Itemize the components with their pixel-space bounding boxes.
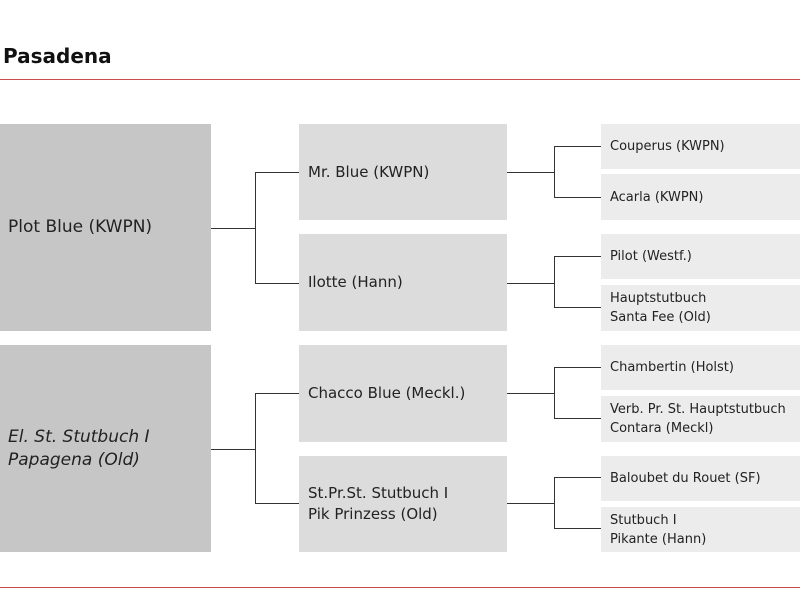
connector-line — [507, 503, 554, 504]
dds-box: Baloubet du Rouet (SF) — [601, 456, 800, 501]
sss-name: Couperus (KWPN) — [610, 139, 725, 154]
connector-line — [255, 393, 256, 504]
dam-box: El. St. Stutbuch I Papagena (Old) — [0, 345, 211, 552]
connector-line — [554, 418, 601, 419]
sire-dam-box: Ilotte (Hann) — [299, 234, 507, 331]
ddd-box: Stutbuch I Pikante (Hann) — [601, 507, 800, 552]
connector-line — [554, 256, 555, 308]
page-title: Pasadena — [3, 44, 112, 68]
top-divider — [0, 79, 800, 80]
connector-line — [255, 172, 256, 284]
dss-box: Chambertin (Holst) — [601, 345, 800, 390]
dam-name-line-1: El. St. Stutbuch I — [8, 426, 150, 447]
sss-box: Couperus (KWPN) — [601, 124, 800, 169]
connector-line — [211, 228, 255, 229]
connector-line — [554, 307, 601, 308]
connector-line — [255, 283, 299, 284]
ddd-name-line-1: Stutbuch I — [610, 512, 677, 528]
dam-name-line-2: Papagena (Old) — [8, 449, 140, 470]
connector-line — [554, 197, 601, 198]
sire-sire-box: Mr. Blue (KWPN) — [299, 124, 507, 220]
connector-line — [255, 172, 299, 173]
connector-line — [554, 367, 601, 368]
bottom-divider — [0, 587, 800, 588]
connector-line — [255, 393, 299, 394]
sire-box: Plot Blue (KWPN) — [0, 124, 211, 331]
connector-line — [554, 477, 555, 529]
connector-line — [554, 367, 555, 419]
connector-line — [554, 477, 601, 478]
dsd-box: Verb. Pr. St. Hauptstutbuch Contara (Mec… — [601, 396, 800, 442]
sdd-box: Hauptstutbuch Santa Fee (Old) — [601, 285, 800, 331]
connector-line — [211, 449, 255, 450]
dam-dam-name-line-2: Pik Prinzess (Old) — [308, 505, 438, 523]
dam-dam-name-line-1: St.Pr.St. Stutbuch I — [308, 484, 449, 502]
sdd-name-line-1: Hauptstutbuch — [610, 291, 707, 306]
ddd-name-line-2: Pikante (Hann) — [610, 531, 707, 547]
sdd-name-line-2: Santa Fee (Old) — [610, 310, 711, 325]
connector-line — [507, 393, 554, 394]
connector-line — [554, 146, 555, 198]
ssd-name: Acarla (KWPN) — [610, 189, 704, 205]
dam-sire-box: Chacco Blue (Meckl.) — [299, 345, 507, 442]
connector-line — [507, 172, 554, 173]
dsd-name-line-2: Contara (Meckl) — [610, 421, 714, 436]
connector-line — [255, 503, 299, 504]
dds-name: Baloubet du Rouet (SF) — [610, 471, 761, 486]
connector-line — [507, 283, 554, 284]
dsd-name-line-1: Verb. Pr. St. Hauptstutbuch — [610, 402, 786, 417]
dam-dam-box: St.Pr.St. Stutbuch I Pik Prinzess (Old) — [299, 456, 507, 552]
sds-name: Pilot (Westf.) — [610, 249, 692, 264]
connector-line — [554, 256, 601, 257]
dam-sire-name: Chacco Blue (Meckl.) — [308, 384, 466, 402]
sds-box: Pilot (Westf.) — [601, 234, 800, 279]
dss-name: Chambertin (Holst) — [610, 360, 734, 375]
sire-sire-name: Mr. Blue (KWPN) — [308, 162, 430, 181]
connector-line — [554, 528, 601, 529]
sire-name: Plot Blue (KWPN) — [8, 217, 153, 237]
ssd-box: Acarla (KWPN) — [601, 174, 800, 220]
connector-line — [554, 146, 601, 147]
sire-dam-name: Ilotte (Hann) — [308, 273, 403, 291]
